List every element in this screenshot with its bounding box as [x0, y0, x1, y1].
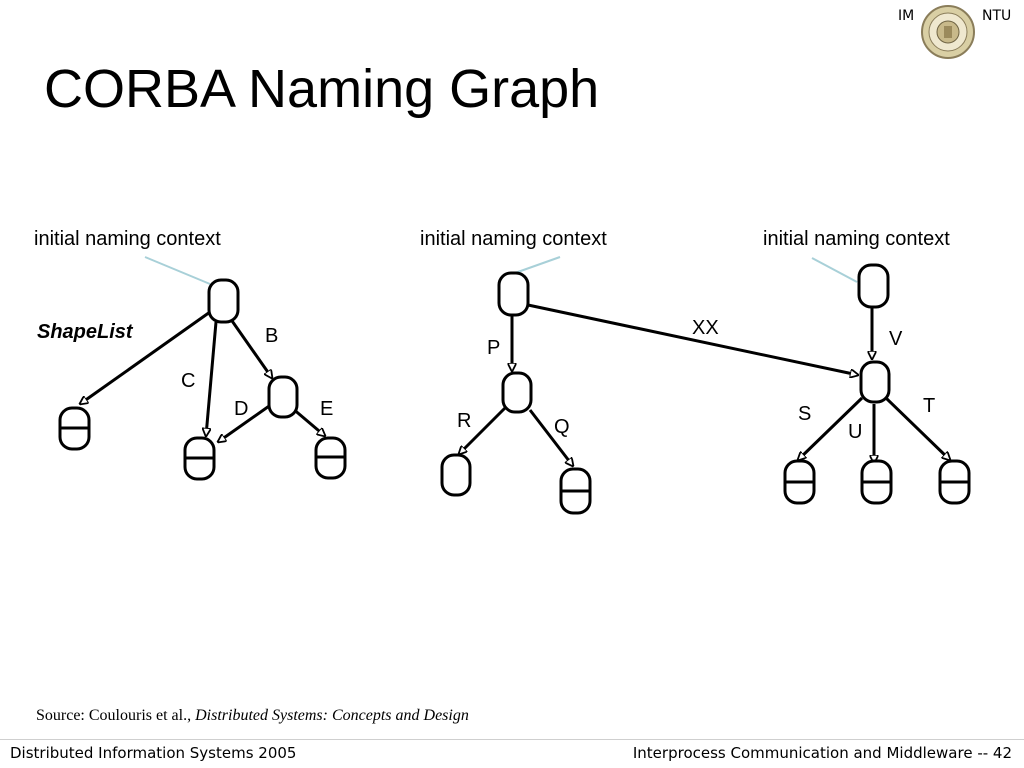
edge-s — [798, 396, 864, 460]
slide-footer: Distributed Information Systems 2005 Int… — [0, 739, 1024, 768]
label-xx: XX — [692, 317, 719, 339]
label-q: Q — [554, 416, 570, 438]
node-b — [267, 375, 299, 419]
label-e: E — [320, 398, 333, 420]
footer-course: Distributed Information Systems 2005 — [10, 744, 297, 762]
footer-topic-page: Interprocess Communication and Middlewar… — [632, 744, 1012, 762]
edge-b — [228, 317, 272, 378]
edge-q — [528, 409, 573, 466]
node-r — [440, 453, 472, 497]
label-p: P — [487, 337, 500, 359]
edge-e — [291, 406, 325, 436]
logo-left-text: IM — [898, 8, 915, 24]
source-book-title: Distributed Systems: Concepts and Design — [195, 707, 469, 724]
context-label-3: initial naming context — [763, 228, 950, 250]
node-v — [859, 360, 891, 404]
edge-xx — [527, 303, 858, 375]
edge-r — [459, 406, 507, 454]
edge-d — [218, 402, 273, 442]
label-shapelist: ShapeList — [37, 321, 134, 343]
label-b: B — [265, 325, 278, 347]
label-t: T — [923, 395, 935, 417]
pointer-line-2 — [514, 256, 561, 274]
label-r: R — [457, 410, 471, 432]
node-root-2 — [497, 271, 530, 317]
logo-right-text: NTU — [982, 8, 1012, 24]
pointer-line-1 — [144, 256, 211, 285]
label-c: C — [181, 370, 195, 392]
edge-shapelist — [80, 310, 211, 404]
edge-c — [206, 321, 218, 436]
naming-graph-diagram: initial naming context initial naming co… — [34, 228, 971, 515]
edge-t — [884, 396, 950, 460]
source-citation: Source: Coulouris et al., Distributed Sy… — [36, 707, 469, 725]
university-logo: IM NTU — [890, 2, 1020, 62]
context-label-1: initial naming context — [34, 228, 221, 250]
slide-title: CORBA Naming Graph — [44, 59, 600, 119]
label-s: S — [798, 403, 811, 425]
label-u: U — [848, 421, 862, 443]
pointer-line-3 — [811, 257, 858, 283]
label-v: V — [889, 328, 903, 350]
seal-icon — [921, 5, 975, 59]
label-d: D — [234, 398, 248, 420]
node-root-3 — [857, 263, 890, 309]
source-prefix: Source: Coulouris et al., — [36, 707, 196, 724]
context-label-2: initial naming context — [420, 228, 607, 250]
node-root-1 — [207, 278, 240, 324]
node-p — [501, 371, 533, 414]
